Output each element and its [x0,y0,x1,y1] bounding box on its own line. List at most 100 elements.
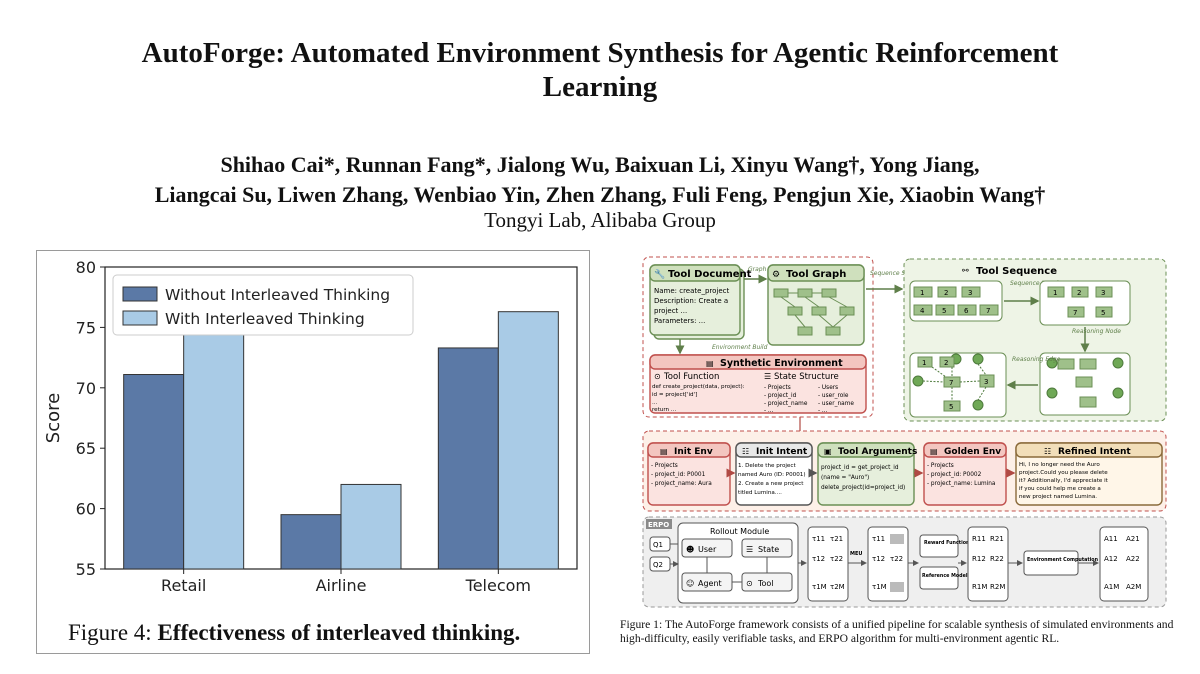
legend-label: With Interleaved Thinking [165,310,365,328]
list-icon: ☷ [1044,447,1051,456]
seq-node-label: 3 [968,289,972,297]
refined-line: project.Could you please delete [1019,470,1108,476]
query-label: Q2 [653,561,663,569]
bar [183,329,245,570]
y-tick-label: 65 [76,439,96,458]
authors-line-2: Liangcai Su, Liwen Zhang, Wenbiao Yin, Z… [154,182,1046,207]
code-line: ... [652,400,658,406]
state-field: - Projects [764,385,791,391]
env-line: - project_id: P0002 [927,472,982,478]
tool-sequence-title: Tool Sequence [976,266,1057,277]
seq-node-label: 5 [942,307,946,315]
advantage-label: A21 [1126,535,1140,543]
graph-node-label: 2 [944,359,948,367]
init-env-title: Init Env [674,447,713,457]
reward-label: R22 [990,555,1004,563]
trajectory-label: τ2M [830,583,845,591]
wrench-icon: 🔧 [654,268,665,280]
legend-swatch [122,286,158,302]
environment-build-label: Environment Build [712,344,768,351]
author-list: Shihao Cai*, Runnan Fang*, Jialong Wu, B… [0,150,1200,210]
reward-label: R11 [972,535,986,543]
reward-label: R2M [990,583,1005,591]
tool-document-line: Description: Create a [654,297,728,305]
state-field: - project_id [764,393,797,399]
intent-line: 1. Delete the project [738,463,796,469]
filtered-trajectory-group: τ11 τ12 τ22 τ1M [867,526,909,602]
tool-graph-title: Tool Graph [786,269,846,280]
x-tick-label: Retail [161,576,206,595]
legend-frame [112,274,414,336]
graph-node-label: 7 [949,379,953,387]
refined-intent-box: ☷ Refined Intent Hi, I no longer need th… [1015,442,1163,506]
tool-label: Tool [757,579,774,588]
refined-line: new project named Lumina. [1019,494,1097,500]
synthesis-region [642,256,874,418]
golden-env-title: Golden Env [944,447,1001,457]
advantage-label: A22 [1126,555,1140,563]
paper-title: AutoForge: Automated Environment Synthes… [0,36,1200,104]
merged-node-label: 2 [1077,289,1081,297]
affiliation: Tongyi Lab, Alibaba Group [484,208,716,232]
seq-node-label: 2 [944,289,948,297]
meu-label: MEU [850,551,862,557]
bar [437,347,499,570]
bar [340,483,402,570]
code-line: return ... [652,407,676,413]
seq-node-label: 7 [986,307,990,315]
reasoning-node-label: Reasoning Node [1072,328,1121,335]
env-line: - Projects [927,463,954,469]
reasoning-edge-label: Reasoning Edge [1012,356,1061,363]
tool-document-box: 🔧 Tool Document Name: create_project Des… [649,264,752,340]
bar [280,514,342,570]
env-line: - Projects [651,463,678,469]
x-tick-label: Airline [316,576,367,595]
state-field: - Users [818,385,838,391]
trajectory-label: τ1M [812,583,827,591]
intent-line: named Auro (ID: P0001) [738,472,806,478]
env-line: - project_id: P0001 [651,472,706,478]
trajectory-label: τ22 [830,555,843,563]
legend-label: Without Interleaved Thinking [165,286,390,304]
rollout-module-title: Rollout Module [710,527,769,536]
seq-node-label: 4 [920,307,925,315]
trajectory-label: τ12 [812,555,825,563]
code-line: id = project['id'] [652,392,697,398]
argument-line: (name = "Auro") [821,475,869,481]
reward-label: R12 [972,555,986,563]
tool-document-line: Parameters: ... [654,317,705,325]
function-icon: ⊙ [746,579,753,588]
advantage-label: A1M [1104,583,1119,591]
trajectory-label: τ11 [872,535,885,543]
sequence-row: 1 2 3 [913,286,981,298]
arguments-icon: ▣ [824,447,832,456]
authors-line-1: Shihao Cai*, Runnan Fang*, Jialong Wu, B… [220,152,980,177]
synthetic-environment-box: ▤ Synthetic Environment ⊙ Tool Function … [649,354,867,414]
argument-line: delete_project(id=project_id) [821,485,905,491]
advantage-label: A2M [1126,583,1141,591]
reward-group: R11 R21 R12 R22 R1M R2M [967,526,1009,602]
advantage-group: A11 A21 A12 A22 A1M A2M [1099,526,1149,602]
sequence-row: 4 5 6 7 [913,304,999,316]
sequence-merging-label: Sequence Merging [1010,280,1066,287]
y-tick-label: 60 [76,500,96,519]
intent-line: 2. Create a new project [738,481,804,487]
advantage-label: A11 [1104,535,1118,543]
graph-icon: ⚙ [772,270,780,280]
agent-label: Agent [698,579,722,588]
reward-function-label: Reward Function [924,540,970,546]
figure-4-caption-prefix: Figure 4: [68,620,152,645]
state-field: - ... [764,408,774,414]
autoforge-pipeline-diagram: 🔧 Tool Document Name: create_project Des… [642,256,1167,608]
y-tick-label: 75 [76,318,96,337]
seq-node-label: 6 [964,307,969,315]
robot-icon: ☺ [686,579,694,588]
tool-sequence-region: ⚯ Tool Sequence 1 2 3 4 5 6 7 Sequence M… [903,258,1167,422]
legend-swatch [122,310,158,326]
golden-env-box: ▤ Golden Env - Projects - project_id: P0… [923,442,1007,506]
query-label: Q1 [653,541,663,549]
init-env-box: ▤ Init Env - Projects - project_id: P000… [647,442,731,506]
erpo-region: ERPO Q1 Q2 Rollout Module ☻ User ☰ State… [642,516,1167,608]
state-field: - ... [818,408,828,414]
figure-4-caption-title: Effectiveness of interleaved thinking. [157,620,521,645]
